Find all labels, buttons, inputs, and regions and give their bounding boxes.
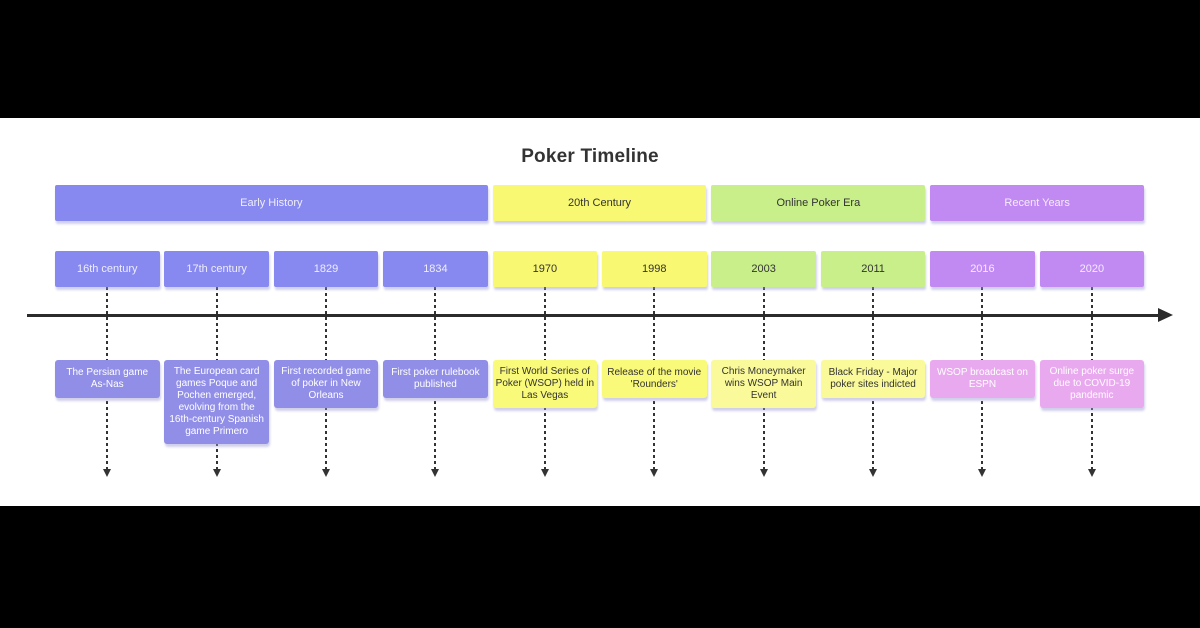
period-box-2020: 2020	[1039, 251, 1145, 287]
period-box-16th-century: 16th century	[55, 251, 160, 287]
period-box-1834: 1834	[383, 251, 488, 287]
arrow-down-icon	[978, 469, 987, 477]
arrow-down-icon	[1087, 469, 1096, 477]
arrow-right-icon	[1158, 308, 1173, 322]
arrow-down-icon	[650, 469, 659, 477]
event-box-2003: Chris Moneymaker wins WSOP Main Event	[711, 360, 816, 408]
period-box-1829: 1829	[273, 251, 379, 287]
period-box-2011: 2011	[820, 251, 926, 287]
era-band-early-history: Early History	[55, 185, 488, 221]
arrow-down-icon	[103, 469, 112, 477]
period-box-1970: 1970	[492, 251, 598, 287]
event-box-2011: Black Friday - Major poker sites indicte…	[820, 360, 926, 398]
event-box-1829: First recorded game of poker in New Orle…	[273, 360, 379, 408]
period-box-17th-century: 17th century	[164, 251, 269, 287]
arrow-down-icon	[322, 469, 331, 477]
era-band-recent-years: Recent Years	[930, 185, 1145, 221]
era-band-20th-century: 20th Century	[492, 185, 707, 221]
arrow-down-icon	[431, 469, 440, 477]
period-box-2016: 2016	[930, 251, 1035, 287]
event-box-16th-century: The Persian game As-Nas	[55, 360, 160, 398]
arrow-down-icon	[540, 469, 549, 477]
event-box-2020: Online poker surge due to COVID-19 pande…	[1039, 360, 1145, 408]
event-box-1834: First poker rulebook published	[383, 360, 488, 398]
event-box-1970: First World Series of Poker (WSOP) held …	[492, 360, 598, 408]
event-box-17th-century: The European card games Poque and Pochen…	[164, 360, 269, 444]
era-band-online-poker-era: Online Poker Era	[711, 185, 926, 221]
arrow-down-icon	[212, 469, 221, 477]
event-box-2016: WSOP broadcast on ESPN	[930, 360, 1035, 398]
period-box-1998: 1998	[602, 251, 707, 287]
page-title: Poker Timeline	[521, 146, 659, 167]
timeline-axis-line	[27, 314, 1158, 317]
period-box-2003: 2003	[711, 251, 816, 287]
event-box-1998: Release of the movie 'Rounders'	[602, 360, 707, 398]
arrow-down-icon	[869, 469, 878, 477]
arrow-down-icon	[759, 469, 768, 477]
